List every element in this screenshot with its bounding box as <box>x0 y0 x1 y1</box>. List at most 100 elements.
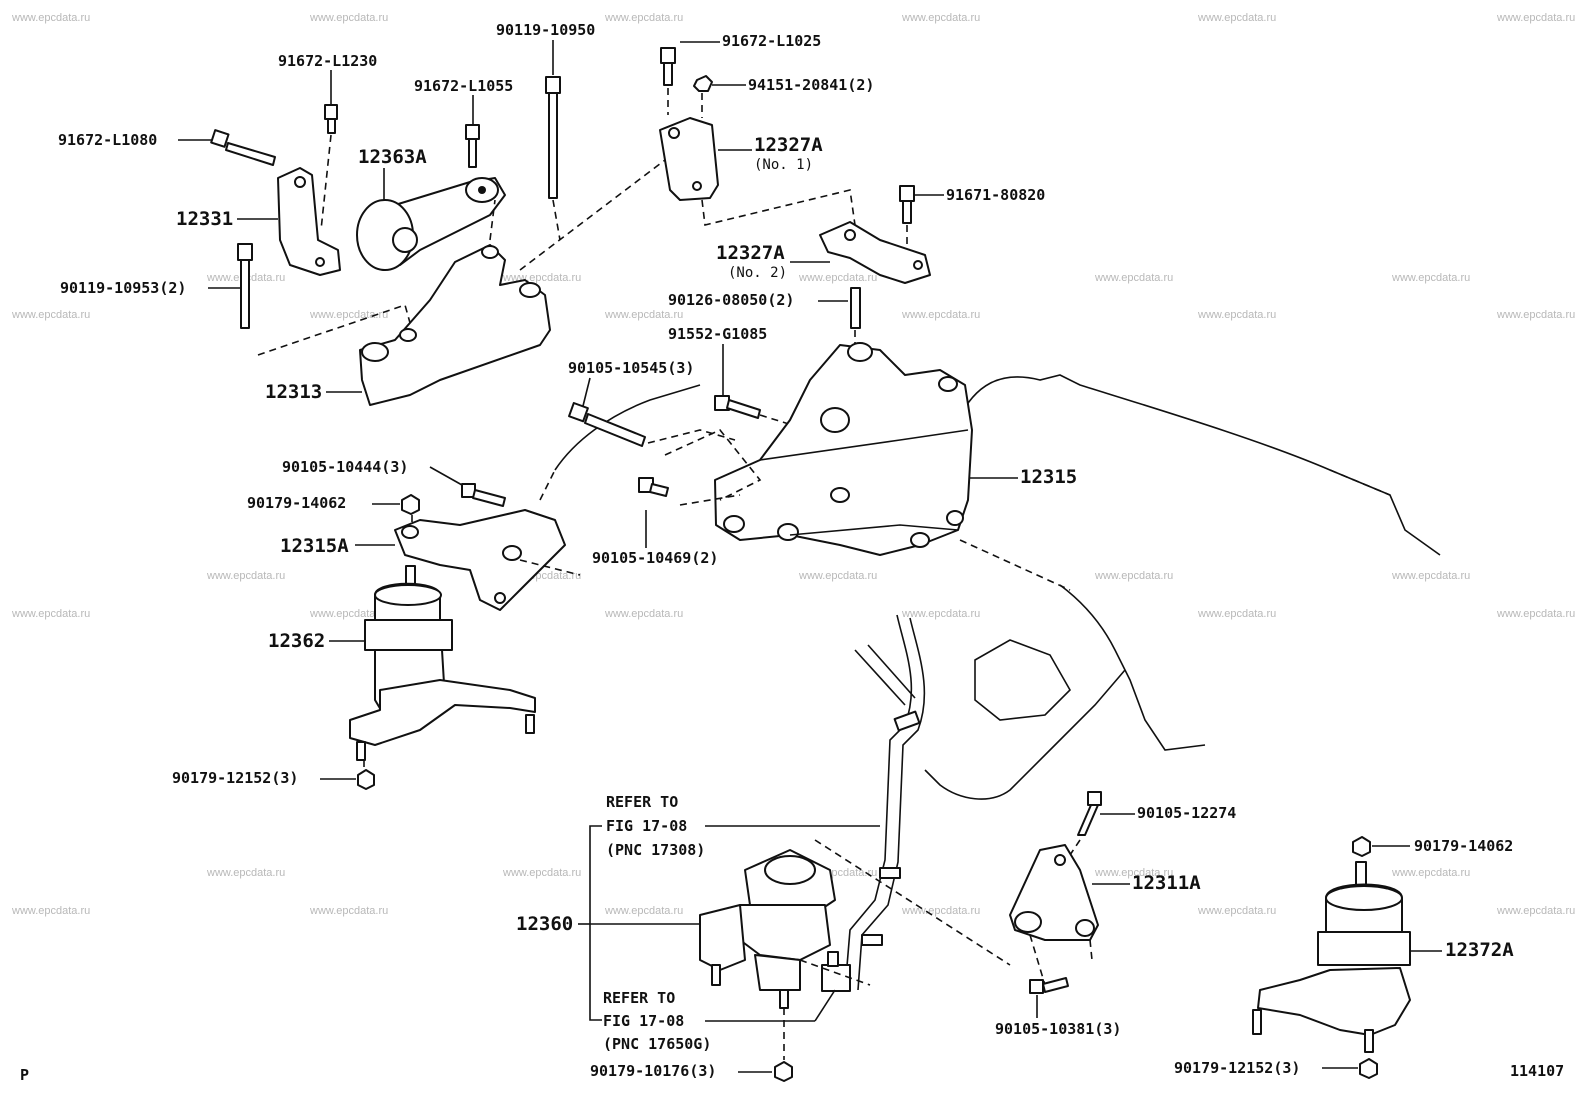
callout-90105-12274: 90105-12274 <box>1137 804 1236 822</box>
bracket-boss <box>1014 911 1042 933</box>
bolt-90105-10381 <box>1029 977 1069 994</box>
bolt-shank <box>649 483 669 497</box>
callout-12360: 12360 <box>516 913 573 935</box>
callout-12311A: 12311A <box>1132 872 1201 894</box>
bracket-bracer <box>589 825 602 1021</box>
callout-12362: 12362 <box>268 630 325 652</box>
assembly-dash <box>799 959 871 986</box>
bolt-shank <box>1042 977 1069 993</box>
watermark-text: www.epcdata.ru <box>604 309 683 321</box>
watermark-text: www.epcdata.ru <box>1496 608 1575 620</box>
bolt-90105-12274 <box>1077 791 1102 836</box>
callout-12313: 12313 <box>265 381 322 403</box>
bracket-boss <box>820 407 850 433</box>
bolt-shank <box>726 399 761 419</box>
assembly-dash <box>664 429 762 501</box>
callout-12363A: 12363A <box>358 146 427 168</box>
bolt-shank <box>584 413 646 447</box>
bracket-edge <box>759 429 969 461</box>
bracket-body <box>714 344 973 556</box>
bracket-12315 <box>714 342 973 556</box>
bracket-12311A <box>1009 844 1099 941</box>
callout-90179-14062-b: 90179-14062 <box>1414 837 1513 855</box>
nut-94151-20841 <box>693 75 713 92</box>
callout-12327A-no2-sub: (No. 2) <box>728 265 787 281</box>
assembly-dash <box>489 199 496 241</box>
bracket-12331 <box>277 167 341 276</box>
watermark-text: www.epcdata.ru <box>604 12 683 24</box>
bolt-91672-L1080 <box>210 129 276 166</box>
nut-90179-10176 <box>774 1061 793 1082</box>
watermark-text: www.epcdata.ru <box>309 12 388 24</box>
callout-91672-L1025: 91672-L1025 <box>722 32 821 50</box>
watermark-text: www.epcdata.ru <box>11 608 90 620</box>
refer2-line3: (PNC 17650G) <box>603 1035 711 1053</box>
bolt-90119-10953-shank <box>240 259 250 329</box>
callout-94151-20841: 94151-20841(2) <box>748 76 874 94</box>
callout-90126-08050: 90126-08050(2) <box>668 291 794 309</box>
bracket-hole <box>315 257 325 267</box>
watermark-text: www.epcdata.ru <box>604 905 683 917</box>
watermark-text: www.epcdata.ru <box>309 905 388 917</box>
watermark-text: www.epcdata.ru <box>1391 867 1470 879</box>
mount-arm <box>1257 967 1411 1036</box>
hose-line <box>857 617 926 991</box>
mount-top-cap <box>1325 885 1403 911</box>
nut-90179-14062 <box>1352 836 1371 857</box>
bracket-boss <box>401 525 419 539</box>
mount-12362 <box>349 565 536 761</box>
mount-body <box>364 619 453 651</box>
watermark-text: www.epcdata.ru <box>1197 309 1276 321</box>
engine-left-curve <box>554 384 701 471</box>
watermark-text: www.epcdata.ru <box>309 608 388 620</box>
bracket-boss <box>502 545 522 561</box>
watermark-text: www.epcdata.ru <box>206 867 285 879</box>
bracket-hole <box>668 127 680 139</box>
mount-arm <box>349 679 536 746</box>
engine-outline-dash <box>1329 469 1391 496</box>
assembly-dash <box>647 429 736 444</box>
bracket-12315A <box>394 509 566 611</box>
mount-body <box>1317 931 1411 966</box>
watermark-text: www.epcdata.ru <box>798 272 877 284</box>
torque-rod-eye-hole <box>478 186 486 194</box>
bracket-hole <box>692 181 702 191</box>
callout-12327A-no2: 12327A <box>716 242 785 264</box>
bolt-shank <box>472 489 506 507</box>
bolt-91671-80820-shank <box>902 200 912 224</box>
assembly-dash <box>552 199 561 241</box>
assembly-dash <box>959 539 1071 591</box>
mount-stud <box>711 964 721 986</box>
assembly-dash <box>701 189 856 226</box>
torque-rod-12363A <box>356 177 506 271</box>
mount-12360 <box>699 849 851 1009</box>
mount-stud <box>356 741 366 761</box>
bolt-shank <box>1077 804 1099 836</box>
bolt-91672-L1055-head <box>465 124 480 140</box>
transaxle-lower <box>924 669 1126 800</box>
callout-90105-10381: 90105-10381(3) <box>995 1020 1121 1038</box>
hose-assembly <box>844 614 926 991</box>
mount-cap <box>764 855 816 885</box>
bolt-head <box>210 129 230 148</box>
assembly-dash <box>519 159 666 271</box>
bracket-boss <box>777 523 799 541</box>
bracket-boss <box>519 282 541 298</box>
leader-line <box>429 466 463 486</box>
callout-90179-12152-b: 90179-12152(3) <box>1174 1059 1300 1077</box>
nut-90179-12152 <box>1359 1058 1378 1079</box>
callout-90179-12152-a: 90179-12152(3) <box>172 769 298 787</box>
watermark-text: www.epcdata.ru <box>309 309 388 321</box>
vsv-port <box>827 951 839 967</box>
watermark-text: www.epcdata.ru <box>901 608 980 620</box>
bolt-head <box>568 402 589 423</box>
refer2-line2: FIG 17-08 <box>603 1012 684 1030</box>
assembly-dash <box>519 559 581 576</box>
bolt-head <box>1029 979 1044 994</box>
bolt-91672-L1230 <box>320 104 338 231</box>
callout-91672-L1055: 91672-L1055 <box>414 77 513 95</box>
engine-outline-curve <box>957 374 1441 556</box>
watermark-text: www.epcdata.ru <box>901 309 980 321</box>
nut-90179-12152 <box>357 769 375 790</box>
assembly-dash <box>814 839 1011 966</box>
